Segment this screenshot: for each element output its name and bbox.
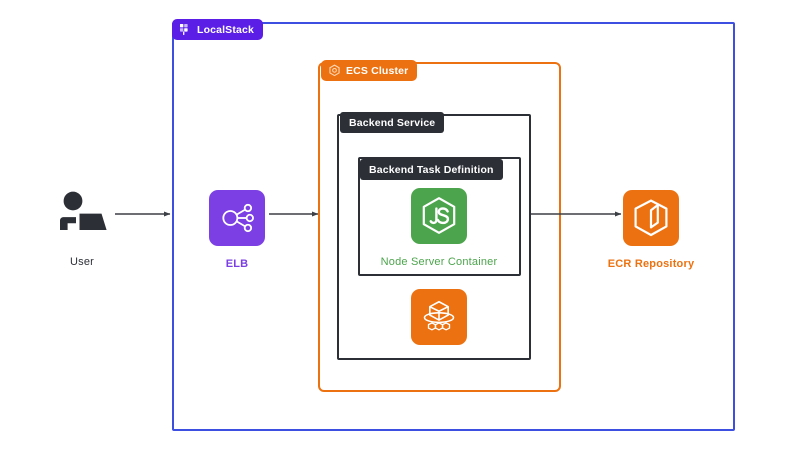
- boundary-label-text: ECS Cluster: [346, 64, 409, 77]
- boundary-label-ecs-cluster: ECS Cluster: [321, 60, 418, 81]
- node-node-server-container[interactable]: Node Server Container: [381, 188, 497, 268]
- localstack-logo-icon: [179, 23, 192, 36]
- boundary-label-localstack: LocalStack: [172, 19, 263, 40]
- boundary-ecs-cluster: [318, 62, 561, 392]
- node-label: ECR Repository: [607, 258, 695, 270]
- ecs-task-cube-icon: [411, 289, 467, 345]
- node-ecr-repository[interactable]: ECR Repository: [608, 190, 694, 270]
- node-label: User: [69, 256, 95, 268]
- boundary-label-text: Backend Task Definition: [369, 163, 494, 176]
- boundary-label-backend-task-definition: Backend Task Definition: [360, 159, 503, 180]
- node-user[interactable]: User: [52, 186, 112, 268]
- boundary-localstack: [172, 22, 735, 431]
- ecr-box-icon: [623, 190, 679, 246]
- node-label: ELB: [225, 258, 249, 270]
- boundary-label-text: Backend Service: [349, 116, 436, 129]
- nodejs-hexagon-js-icon: [411, 188, 467, 244]
- boundary-backend-task-definition: [358, 157, 521, 276]
- node-label: Node Server Container: [380, 256, 498, 268]
- user-at-laptop-icon: [52, 186, 112, 242]
- ecs-cluster-hexagon-icon: [328, 64, 341, 77]
- node-elb[interactable]: ELB: [209, 190, 265, 270]
- load-balancer-icon: [209, 190, 265, 246]
- boundary-label-backend-service: Backend Service: [340, 112, 445, 133]
- boundary-label-text: LocalStack: [197, 23, 254, 36]
- node-ecs-task[interactable]: [411, 289, 467, 345]
